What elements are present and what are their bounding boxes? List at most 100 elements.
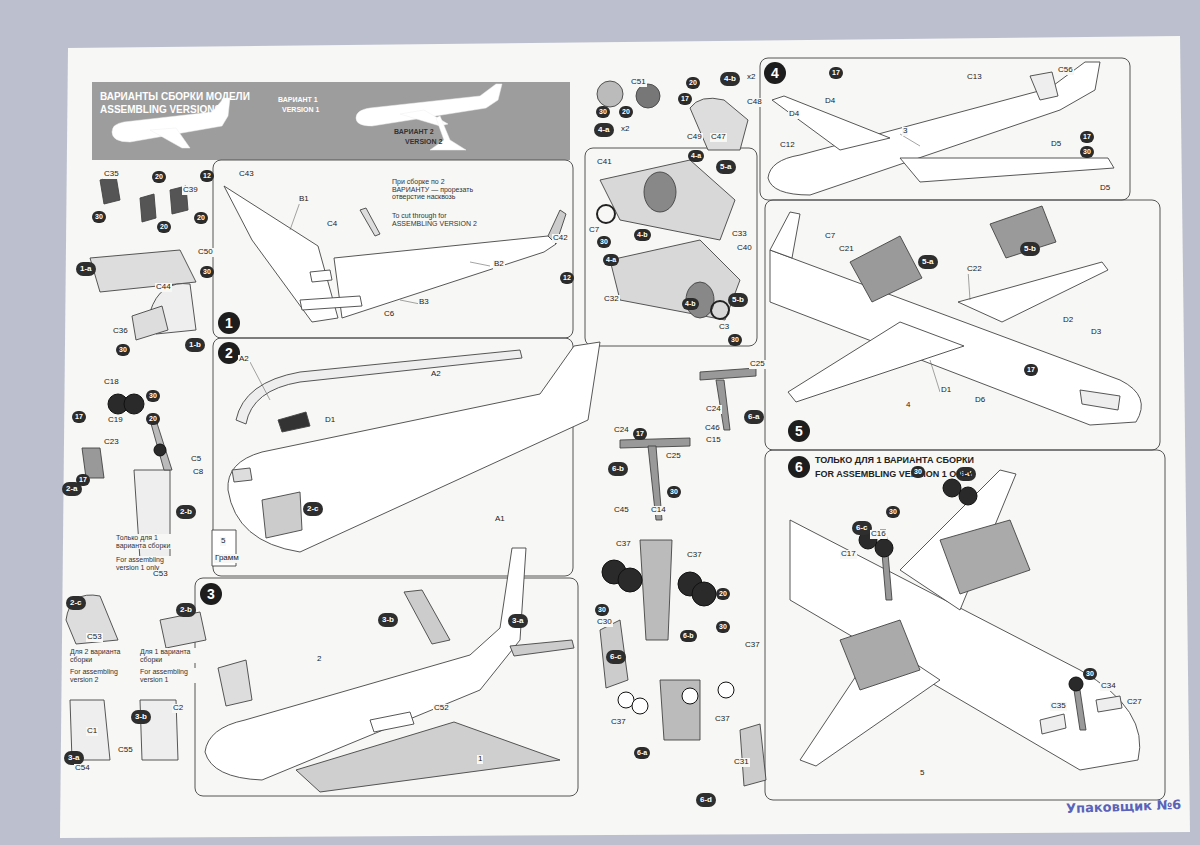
part-number: x2: [620, 125, 630, 134]
paint-number: 30: [716, 621, 730, 633]
badge-text: 2: [225, 345, 233, 361]
paint-number: 30: [1080, 146, 1094, 158]
paint-number: 17: [829, 67, 843, 79]
part-number: C32: [603, 295, 620, 304]
part-number: C37: [686, 551, 703, 560]
stamp-text: Упаковщик №6: [1066, 798, 1182, 816]
part-number: C18: [103, 378, 120, 387]
part-number: x2: [746, 73, 756, 82]
part-number: 4: [905, 401, 911, 410]
subassembly-badge: 1-b: [185, 338, 205, 352]
part-number: 5: [919, 769, 925, 778]
paint-number: 20: [157, 221, 171, 233]
part-number: C52: [433, 704, 450, 713]
subassembly-badge: 2-b: [176, 603, 196, 617]
paint-number: 17: [72, 411, 86, 423]
part-number: D5: [1099, 184, 1111, 193]
badge-text: 5-b: [1024, 244, 1036, 253]
subassembly-badge: 2-c: [66, 596, 86, 610]
part-number: C50: [197, 248, 214, 257]
note-text: Для 1 варианта сборки: [140, 648, 202, 663]
paint-number: 12: [560, 272, 574, 284]
part-number: D5: [1050, 140, 1062, 149]
step-number: 6: [788, 456, 810, 478]
subassembly-badge: 3-a: [64, 751, 84, 765]
part-number: 3: [902, 127, 908, 136]
badge-text: 1-b: [189, 340, 201, 349]
badge-text: 3: [207, 586, 215, 602]
subassembly-badge: 2-c: [303, 502, 323, 516]
part-number: C14: [650, 506, 667, 515]
band-text: ВАРИАНТЫ СБОРКИ МОДЕЛИ: [100, 92, 250, 102]
part-number: C55: [117, 746, 134, 755]
wheels: [108, 394, 1083, 714]
part-number: C34: [1100, 682, 1117, 691]
badge-text: 3-a: [512, 616, 524, 625]
band-text: VERSION 1: [282, 106, 319, 113]
paint-number: 30: [667, 486, 681, 498]
part-number: C24: [705, 405, 722, 414]
paint-number: 30: [116, 344, 130, 356]
part-number: C27: [1126, 698, 1143, 707]
paint-number: 4-a: [688, 150, 704, 162]
part-number: C7: [824, 232, 836, 241]
part-number: C56: [1057, 66, 1074, 75]
part-number: C16: [870, 530, 887, 539]
subassembly-badge: 3-a: [508, 614, 528, 628]
badge-text: 2-a: [66, 484, 78, 493]
paint-number: 17: [76, 474, 90, 486]
band-text: ВАРИАНТ 2: [394, 128, 434, 135]
paint-number: 30: [92, 211, 106, 223]
paint-number: 20: [619, 106, 633, 118]
paint-number: 12: [200, 170, 214, 182]
badge-text: 6-a: [748, 412, 760, 421]
subassembly-badge: 5-b: [728, 293, 748, 307]
paper-sheet: [60, 36, 1190, 838]
badge-text: 5: [795, 423, 803, 439]
note-text: Для 2 варианта сборки: [70, 648, 132, 663]
part-number: C6: [383, 310, 395, 319]
part-number: A1: [494, 515, 506, 524]
badge-text: 5-a: [922, 257, 934, 266]
step-panels: [195, 58, 1165, 800]
part-number: C21: [838, 245, 855, 254]
paint-number: 30: [200, 266, 214, 278]
part-number: D1: [940, 386, 952, 395]
badge-text: 6-b: [612, 464, 624, 473]
paint-number: 20: [194, 212, 208, 224]
badge-text: 2-c: [307, 504, 319, 513]
subassembly-badge: 2-b: [176, 505, 196, 519]
badge-text: 3-a: [68, 753, 80, 762]
header-band: [92, 82, 570, 160]
badge-text: 1: [225, 315, 233, 331]
aircraft-drawings: [66, 62, 1141, 792]
part-number: C37: [744, 641, 761, 650]
part-number: C35: [103, 170, 120, 179]
part-number: C35: [1050, 702, 1067, 711]
part-number: D1: [324, 416, 336, 425]
part-number: C15: [705, 436, 722, 445]
part-number: C51: [630, 78, 647, 87]
part-number: C25: [665, 452, 682, 461]
part-number: 1: [477, 755, 483, 764]
badge-text: 3-b: [135, 712, 147, 721]
part-number: C17: [840, 550, 857, 559]
subassembly-badge: 6-c: [606, 650, 626, 664]
paint-number: 20: [686, 77, 700, 89]
part-number: C12: [779, 141, 796, 150]
part-number: C24: [613, 426, 630, 435]
badge-text: 1-a: [80, 264, 92, 273]
band-text: ВАРИАНТ 1: [278, 96, 318, 103]
part-number: C43: [238, 170, 255, 179]
part-number: C44: [155, 283, 172, 292]
subassembly-badge: 5-b: [1020, 242, 1040, 256]
paint-number: 30: [597, 236, 611, 248]
note-text: For assembling version 2: [70, 668, 132, 683]
part-number: D2: [1062, 316, 1074, 325]
part-number: C7: [588, 226, 600, 235]
part-number: C23: [103, 438, 120, 447]
subassembly-badge: 6-d: [696, 793, 716, 807]
badge-text: 5-a: [720, 162, 732, 171]
part-number: C5: [190, 455, 202, 464]
badge-text: 2-c: [70, 598, 82, 607]
